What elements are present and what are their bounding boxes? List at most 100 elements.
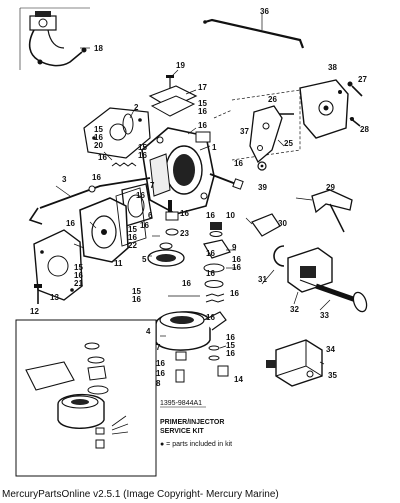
callout-label: 7 <box>150 181 155 190</box>
callout-label: 16 <box>182 279 191 288</box>
callout-label: 6 <box>148 211 153 220</box>
part-8-fitting[interactable] <box>175 369 185 383</box>
callout-label: 1 <box>212 143 217 152</box>
callout-label: 16 <box>140 221 149 230</box>
part-11-float-bowl[interactable] <box>79 197 129 263</box>
callout-label: 26 <box>268 95 277 104</box>
callout-label: 25 <box>284 139 293 148</box>
callout-label: 11 <box>114 259 123 268</box>
part-29-choke-lever[interactable] <box>311 189 353 233</box>
part-37-lever[interactable] <box>249 105 283 164</box>
callout-label: 16 <box>232 263 241 272</box>
drawing-number: 1395-9844A1 <box>160 400 202 407</box>
callout-label: 32 <box>290 305 299 314</box>
callout-label: 16 <box>92 173 101 182</box>
part-17-cover[interactable] <box>148 85 198 117</box>
callout-label: 22 <box>128 241 137 250</box>
callout-label: 16 <box>138 151 147 160</box>
callout-label: 8 <box>156 379 161 388</box>
callout-label: 16 <box>232 255 241 264</box>
callout-label: 38 <box>328 63 337 72</box>
callout-label: 16 <box>132 295 141 304</box>
part-34-solenoid[interactable] <box>266 339 323 387</box>
callout-label: 16 <box>230 289 239 298</box>
callout-label: 21 <box>74 279 83 288</box>
part-23-washer[interactable] <box>165 228 179 236</box>
callout-label: 36 <box>260 7 269 16</box>
part-35-screw[interactable] <box>306 370 314 378</box>
callout-label: 18 <box>94 44 103 53</box>
part-16-idle-screw[interactable] <box>209 173 244 190</box>
callout-label: 27 <box>358 75 367 84</box>
part-39-washer[interactable] <box>257 161 267 171</box>
part-22-gasket[interactable] <box>115 187 147 247</box>
part-12-screw[interactable] <box>34 284 42 304</box>
callout-label: 15 <box>94 125 103 134</box>
part-20-gasket[interactable] <box>83 107 151 159</box>
part-15-spring-stack[interactable] <box>204 280 225 303</box>
part-16-seal-ring[interactable] <box>208 345 220 361</box>
part-5-diaphragm[interactable] <box>147 242 185 267</box>
callout-label: 16 <box>206 313 215 322</box>
callout-label: 15 <box>128 225 137 234</box>
callout-label: 33 <box>320 311 329 320</box>
callout-label: 16 <box>128 233 137 242</box>
callout-label: 17 <box>198 83 207 92</box>
callout-label: 16 <box>156 369 165 378</box>
part-31-clip[interactable] <box>273 245 285 267</box>
callout-label: 10 <box>226 211 235 220</box>
kit-note: ● = parts included in kit <box>160 441 232 448</box>
part-36-link-rod[interactable] <box>203 18 305 49</box>
callout-label: 3 <box>62 175 67 184</box>
callout-label: 14 <box>234 375 243 384</box>
part-1-carburetor-body[interactable] <box>141 127 215 215</box>
part-16-spring[interactable] <box>111 162 137 167</box>
callout-label: 15 <box>74 263 83 272</box>
callout-label: 16 <box>206 211 215 220</box>
part-27-screw[interactable] <box>347 81 363 97</box>
part-10-cap[interactable] <box>209 222 223 237</box>
callout-label: 15 <box>198 99 207 108</box>
leader-lines <box>55 69 331 365</box>
callout-label: 2 <box>134 103 139 112</box>
callout-label: 29 <box>326 183 335 192</box>
part-33-plunger[interactable] <box>299 279 369 313</box>
callout-label: 16 <box>74 271 83 280</box>
callout-label: 16 <box>66 219 75 228</box>
callout-label: 31 <box>258 275 267 284</box>
part-4-pump-body[interactable] <box>155 311 227 351</box>
callout-label: 23 <box>180 229 189 238</box>
part-28-screw[interactable] <box>349 117 361 127</box>
callout-label: 16 <box>180 209 189 218</box>
callout-label: 13 <box>50 293 59 302</box>
part-14-plug[interactable] <box>217 365 229 377</box>
part-38-linkage-bracket[interactable] <box>299 79 349 139</box>
part-3-throttle-shaft[interactable] <box>28 177 151 225</box>
callout-label: 16 <box>136 191 145 200</box>
callout-label: 16 <box>206 249 215 258</box>
callout-label: 16 <box>198 107 207 116</box>
callout-label: 16 <box>226 349 235 358</box>
callout-label: 16 <box>94 133 103 142</box>
callout-label: 15 <box>226 341 235 350</box>
callout-label: 9 <box>232 243 237 252</box>
callout-label: 16 <box>206 269 215 278</box>
part-32-solenoid-housing[interactable] <box>287 247 333 293</box>
part-6-needle[interactable] <box>168 200 172 214</box>
callout-label: 16 <box>234 159 243 168</box>
part-7-check-valve[interactable] <box>175 351 187 361</box>
callout-label: 28 <box>360 125 369 134</box>
callout-label: 16 <box>198 121 207 130</box>
callout-label: 39 <box>258 183 267 192</box>
kit-title-line1: PRIMER/INJECTOR <box>160 419 224 426</box>
callout-label: 34 <box>326 345 335 354</box>
callout-label: 12 <box>30 307 39 316</box>
part-18-wire-harness[interactable] <box>28 11 87 67</box>
callout-label: 16 <box>226 333 235 342</box>
part-9-valve[interactable] <box>203 239 231 273</box>
part-2-float-bowl-gasket[interactable] <box>122 113 134 135</box>
callout-label: 5 <box>142 255 147 264</box>
service-kit-box <box>15 319 157 477</box>
part-24-fitting[interactable] <box>165 211 179 221</box>
part-30-bracket[interactable] <box>251 213 281 237</box>
